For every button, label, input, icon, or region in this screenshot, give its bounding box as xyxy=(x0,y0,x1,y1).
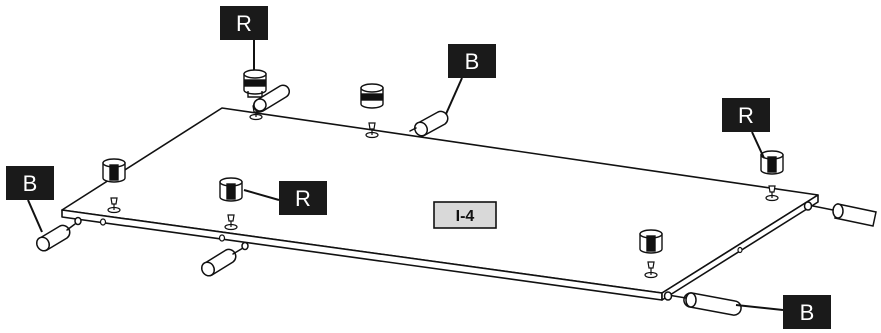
callout-label: B xyxy=(23,171,38,196)
cam-lock xyxy=(639,229,663,254)
dowel xyxy=(803,201,877,227)
callout-label: R xyxy=(295,186,311,211)
callout-b-bottom-right: B xyxy=(783,295,831,329)
panel-label-box xyxy=(433,201,497,229)
dowel xyxy=(409,110,449,137)
callout-label: B xyxy=(465,49,480,74)
callout-box xyxy=(448,44,496,78)
cam-lock xyxy=(360,83,384,109)
panel-label: I-4 xyxy=(433,201,497,229)
cam-lock xyxy=(760,150,784,175)
cam-lock xyxy=(102,158,126,183)
dowel xyxy=(200,241,249,277)
leader-line xyxy=(27,199,43,233)
screw xyxy=(765,185,779,202)
edge-holes xyxy=(99,218,743,254)
dowels xyxy=(35,84,877,316)
leader-lines xyxy=(27,40,784,311)
callout-box xyxy=(220,6,268,40)
cam-lock xyxy=(219,177,243,202)
screw xyxy=(644,261,658,279)
callout-box xyxy=(6,166,54,200)
dowel xyxy=(253,84,290,113)
callout-label: R xyxy=(738,103,754,128)
edge-hole xyxy=(737,246,743,254)
screw xyxy=(365,122,379,139)
edge-hole xyxy=(99,218,107,226)
callout-r-top-left: R xyxy=(220,6,268,40)
dowel xyxy=(663,291,742,316)
leader-line xyxy=(243,189,280,201)
callout-b-left: B xyxy=(6,166,54,200)
callout-box xyxy=(279,181,327,215)
screws xyxy=(107,105,779,279)
callout-r-right: R xyxy=(722,98,770,132)
callout-label: B xyxy=(800,300,815,325)
leader-line xyxy=(751,131,765,159)
cam-lock xyxy=(243,69,267,98)
screw xyxy=(224,214,238,231)
screw xyxy=(107,197,121,214)
callout-r-middle: R xyxy=(279,181,327,215)
callout-b-top: B xyxy=(448,44,496,78)
callout-label: R xyxy=(236,11,252,36)
callout-box xyxy=(783,295,831,329)
panel-label-text: I-4 xyxy=(456,208,475,225)
dowel xyxy=(35,216,82,252)
leader-line xyxy=(445,77,463,115)
leader-line xyxy=(735,304,784,311)
callout-box xyxy=(722,98,770,132)
edge-hole xyxy=(218,234,226,242)
